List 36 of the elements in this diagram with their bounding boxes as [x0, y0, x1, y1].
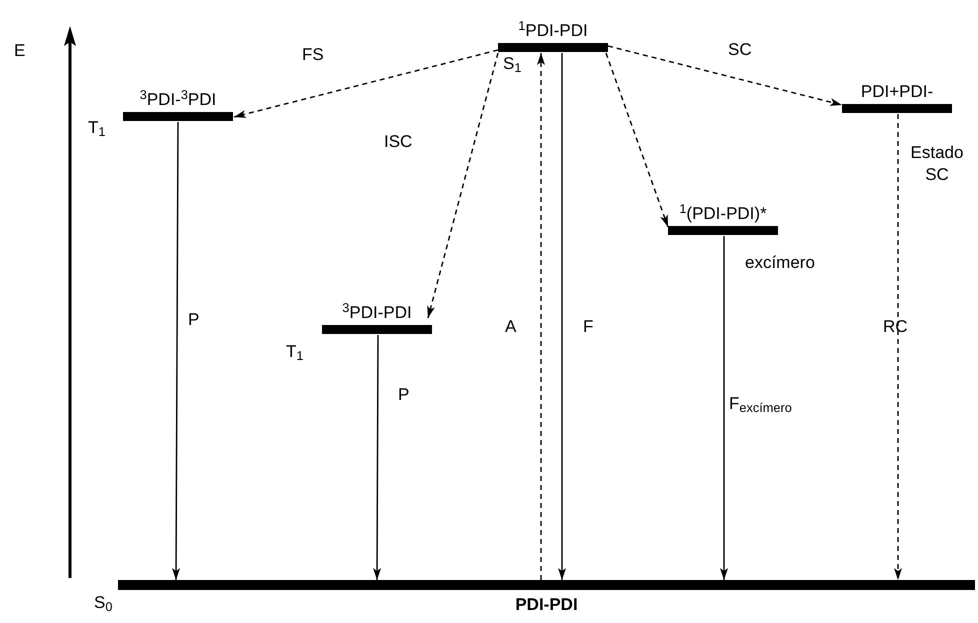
edge-label: RC — [883, 316, 908, 338]
state-annotation: excímero — [745, 252, 815, 274]
transition-arrow — [373, 335, 382, 580]
state-label: PDI+PDI- — [860, 81, 934, 103]
energy-level — [498, 20, 608, 52]
transition-arrow — [537, 53, 545, 580]
transition-arrow — [894, 114, 902, 580]
edge-label: ISC — [384, 131, 412, 153]
edge-label: F$_{excímero}$ — [729, 393, 792, 415]
state-label: $^{1}$PDI-PDI — [518, 20, 588, 42]
transition-arrow — [172, 122, 180, 580]
transition-arrow — [720, 236, 728, 580]
edge-label: P — [398, 384, 410, 406]
state-label: $^{3}$PDI-$^{3}$PDI — [140, 89, 216, 111]
state-annotation: T$_{1}$ — [286, 341, 304, 363]
edge-label: A — [505, 316, 516, 338]
transition-arrow — [427, 52, 499, 318]
energy-level — [123, 89, 233, 121]
transition-arrow — [605, 52, 669, 228]
axis-label: E — [14, 40, 26, 62]
edge-label: P — [188, 309, 200, 331]
energy-level — [668, 203, 778, 235]
state-annotation: T$_{1}$ — [88, 117, 106, 139]
transition-arrow — [558, 53, 566, 580]
state-label: PDI-PDI — [515, 594, 578, 616]
state-label: $^{1}$(PDI-PDI)* — [679, 203, 767, 225]
transition-arrow — [608, 45, 842, 106]
state-annotation: Estado SC — [910, 142, 964, 186]
state-annotation: S$_{0}$ — [94, 592, 112, 614]
transition-arrow — [234, 49, 498, 118]
edge-label: F — [583, 316, 594, 338]
energy-level — [322, 302, 432, 334]
state-annotation: S$_{1}$ — [503, 53, 522, 75]
state-label: $^{3}$PDI-PDI — [342, 302, 412, 324]
edge-label: SC — [728, 39, 752, 61]
edge-label: FS — [302, 44, 324, 66]
